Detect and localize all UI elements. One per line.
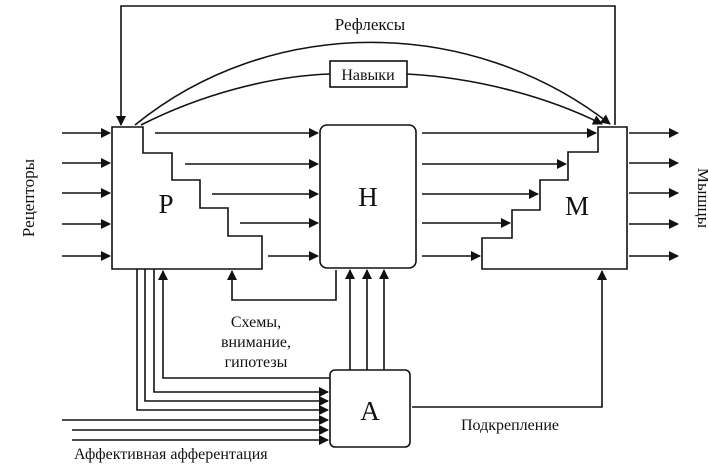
skills-label: Навыки	[341, 67, 395, 84]
muscle-outputs	[629, 128, 679, 261]
block-p-label: Р	[158, 189, 173, 219]
reinforcement-label: Подкрепление	[461, 417, 559, 434]
block-m	[481, 126, 628, 270]
skills-arc-right	[406, 73, 603, 125]
a-to-h-arrows	[345, 269, 389, 370]
affective-label: Аффективная афферентация	[74, 446, 268, 463]
skills-box	[329, 60, 408, 88]
schemes-label: Схемы, внимание, гипотезы	[221, 314, 291, 371]
affective-inputs	[62, 415, 329, 445]
p-to-h-arrows	[155, 128, 319, 261]
reflex-arc	[134, 41, 611, 126]
block-a-label: А	[360, 396, 380, 426]
a-to-p-feedback	[158, 270, 330, 379]
block-h	[319, 124, 417, 269]
block-m-label: М	[565, 191, 589, 221]
h-to-m-arrows	[422, 128, 597, 261]
receptor-inputs	[62, 128, 111, 261]
top-loop-arrow	[116, 5, 616, 126]
svg-text:гипотезы: гипотезы	[225, 354, 288, 371]
muscles-label: Мышцы	[694, 168, 708, 229]
block-h-label: Н	[358, 182, 378, 212]
receptors-label: Рецепторы	[19, 158, 38, 237]
svg-text:Схемы,: Схемы,	[231, 314, 281, 331]
block-p	[111, 126, 263, 270]
svg-text:внимание,: внимание,	[221, 334, 291, 351]
reflexes-label: Рефлексы	[335, 15, 406, 34]
skills-arc-left	[140, 73, 331, 126]
h-to-p-feedback	[227, 270, 337, 301]
block-a	[329, 369, 411, 448]
p-to-a-arrows	[136, 269, 329, 415]
reinforcement-arrow	[412, 270, 607, 408]
